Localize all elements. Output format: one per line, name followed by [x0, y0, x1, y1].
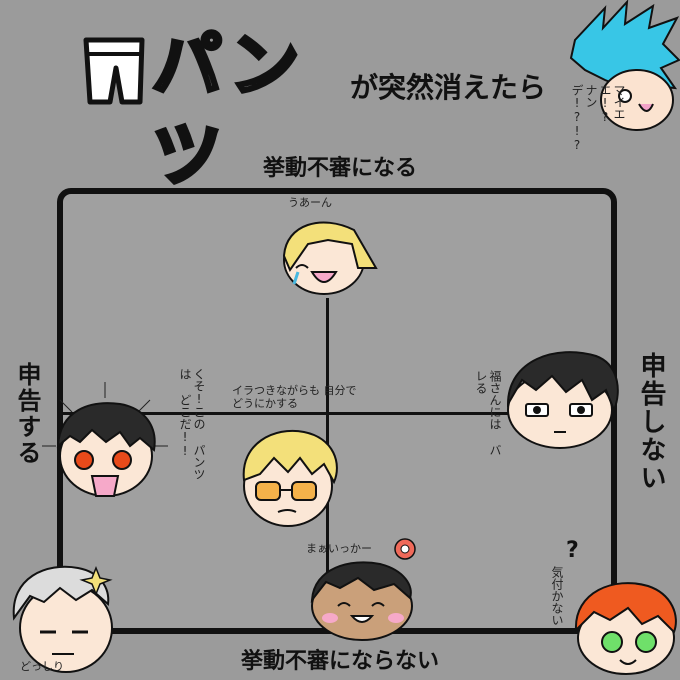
character-dark-hair-yelling — [40, 380, 170, 510]
note-center: イラつきながらも 自分でどうにかする — [232, 384, 362, 410]
note-bottom-right: 気付かない — [540, 566, 564, 636]
subtitle: が突然消えたら — [350, 66, 546, 106]
character-orange-hair — [562, 572, 680, 680]
note-top-right: マイエエ!? ナンデ!?!? — [570, 84, 626, 144]
character-tan-smiling — [300, 556, 420, 646]
note-bottom-left: どっしり — [20, 658, 64, 674]
note-top-center: うあーん — [288, 194, 332, 210]
note-left-center: くそ!この パンツ は どこだ!! — [160, 368, 206, 488]
pants-logo: パンツ — [80, 18, 350, 118]
question-mark: ? — [566, 538, 579, 563]
axis-right-label: 申告しない — [628, 352, 668, 502]
axis-top-label: 挙動不審になる — [0, 150, 680, 182]
character-dark-hair-calm — [496, 340, 626, 460]
axis-left-label: 申告する — [6, 362, 42, 522]
pants-icon — [80, 30, 150, 110]
title-area: パンツ が突然消えたら — [80, 18, 550, 118]
note-bottom-center: まぁいっかー — [306, 540, 372, 556]
character-blonde-crying — [268, 210, 388, 300]
character-blonde-glasses — [230, 420, 350, 532]
